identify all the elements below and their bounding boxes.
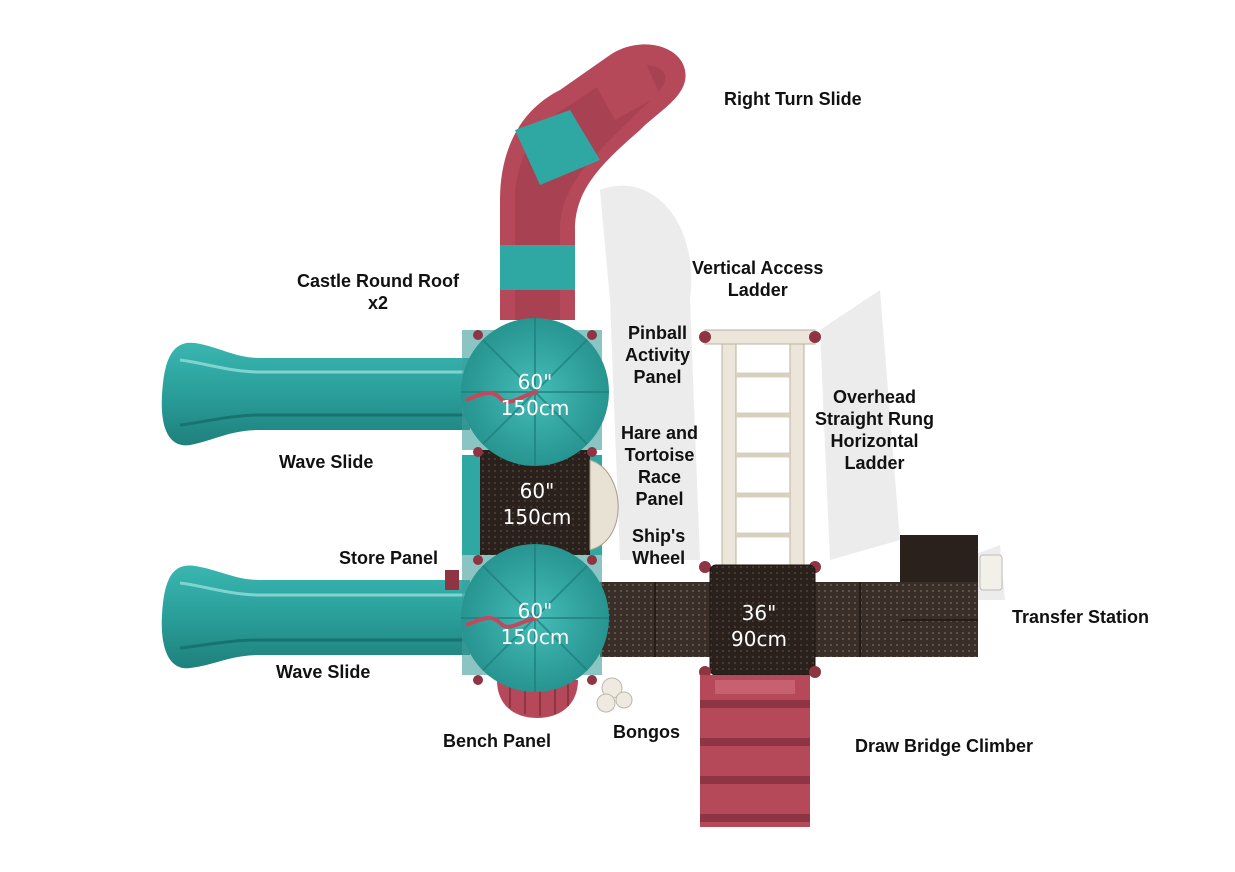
transfer-station bbox=[900, 535, 1003, 657]
label-line: Panel bbox=[633, 367, 682, 387]
label-overhead-ladder: Overhead Straight Rung Horizontal Ladder bbox=[815, 386, 934, 474]
deck-size-inches: 60" bbox=[517, 599, 553, 623]
deck-size-inches: 36" bbox=[741, 601, 777, 625]
deck-size-cm: 90cm bbox=[731, 627, 787, 651]
label-right-turn-slide: Right Turn Slide bbox=[724, 89, 862, 109]
label-draw-bridge-climber: Draw Bridge Climber bbox=[855, 736, 1034, 756]
deck-size-cm: 150cm bbox=[502, 505, 572, 529]
label-line: x2 bbox=[367, 293, 389, 313]
label-hare-tortoise-panel: Hare and Tortoise Race Panel bbox=[621, 422, 698, 510]
label-line: Hare and bbox=[621, 423, 699, 443]
bongos bbox=[596, 677, 633, 713]
label-line: Activity bbox=[625, 345, 691, 365]
label-line: Overhead bbox=[832, 387, 917, 407]
walkway-deck bbox=[600, 582, 910, 657]
deck-size-middle: 60" 150cm bbox=[482, 478, 592, 530]
label-bench-panel: Bench Panel bbox=[443, 731, 552, 751]
label-vertical-access-ladder: Vertical Access Ladder bbox=[692, 257, 823, 301]
label-line: Ladder bbox=[727, 280, 788, 300]
castle-round-roof-top bbox=[461, 318, 609, 466]
label-line: Panel bbox=[635, 489, 684, 509]
label-pinball-activity-panel: Pinball Activity Panel bbox=[625, 322, 690, 388]
label-ships-wheel: Ship's Wheel bbox=[632, 525, 685, 569]
label-store-panel: Store Panel bbox=[339, 548, 439, 568]
deck-size-inches: 60" bbox=[519, 479, 555, 503]
deck-size-roof-bottom: 60" 150cm bbox=[480, 598, 590, 650]
deck-size-roof-top: 60" 150cm bbox=[480, 369, 590, 421]
label-line: Vertical Access bbox=[692, 258, 824, 278]
label-line: Race bbox=[638, 467, 682, 487]
castle-round-roof-bottom bbox=[461, 544, 609, 692]
label-line: Horizontal bbox=[830, 431, 919, 451]
draw-bridge-climber bbox=[700, 675, 810, 827]
label-castle-round-roof: Castle Round Roof x2 bbox=[297, 270, 459, 314]
label-wave-slide-top: Wave Slide bbox=[279, 452, 374, 472]
deck-size-inches: 60" bbox=[517, 370, 553, 394]
label-line: Pinball bbox=[628, 323, 688, 343]
label-line: Tortoise bbox=[624, 445, 695, 465]
deck-size-cm: 150cm bbox=[500, 625, 570, 649]
label-line: Wheel bbox=[632, 548, 686, 568]
right-turn-slide bbox=[500, 44, 686, 321]
deck-size-right: 36" 90cm bbox=[704, 600, 814, 652]
label-line: Castle Round Roof bbox=[297, 271, 459, 291]
wave-slide-bottom bbox=[161, 565, 470, 669]
label-line: Ship's bbox=[632, 526, 686, 546]
deck-size-cm: 150cm bbox=[500, 396, 570, 420]
store-panel bbox=[445, 570, 459, 590]
label-wave-slide-bottom: Wave Slide bbox=[276, 662, 371, 682]
label-line: Straight Rung bbox=[815, 409, 934, 429]
right-deck bbox=[699, 564, 821, 678]
label-transfer-station: Transfer Station bbox=[1012, 607, 1150, 627]
label-bongos: Bongos bbox=[613, 722, 680, 742]
label-line: Ladder bbox=[844, 453, 905, 473]
wave-slide-top bbox=[161, 342, 470, 446]
overhead-ladder bbox=[699, 329, 821, 573]
middle-deck bbox=[462, 450, 619, 555]
